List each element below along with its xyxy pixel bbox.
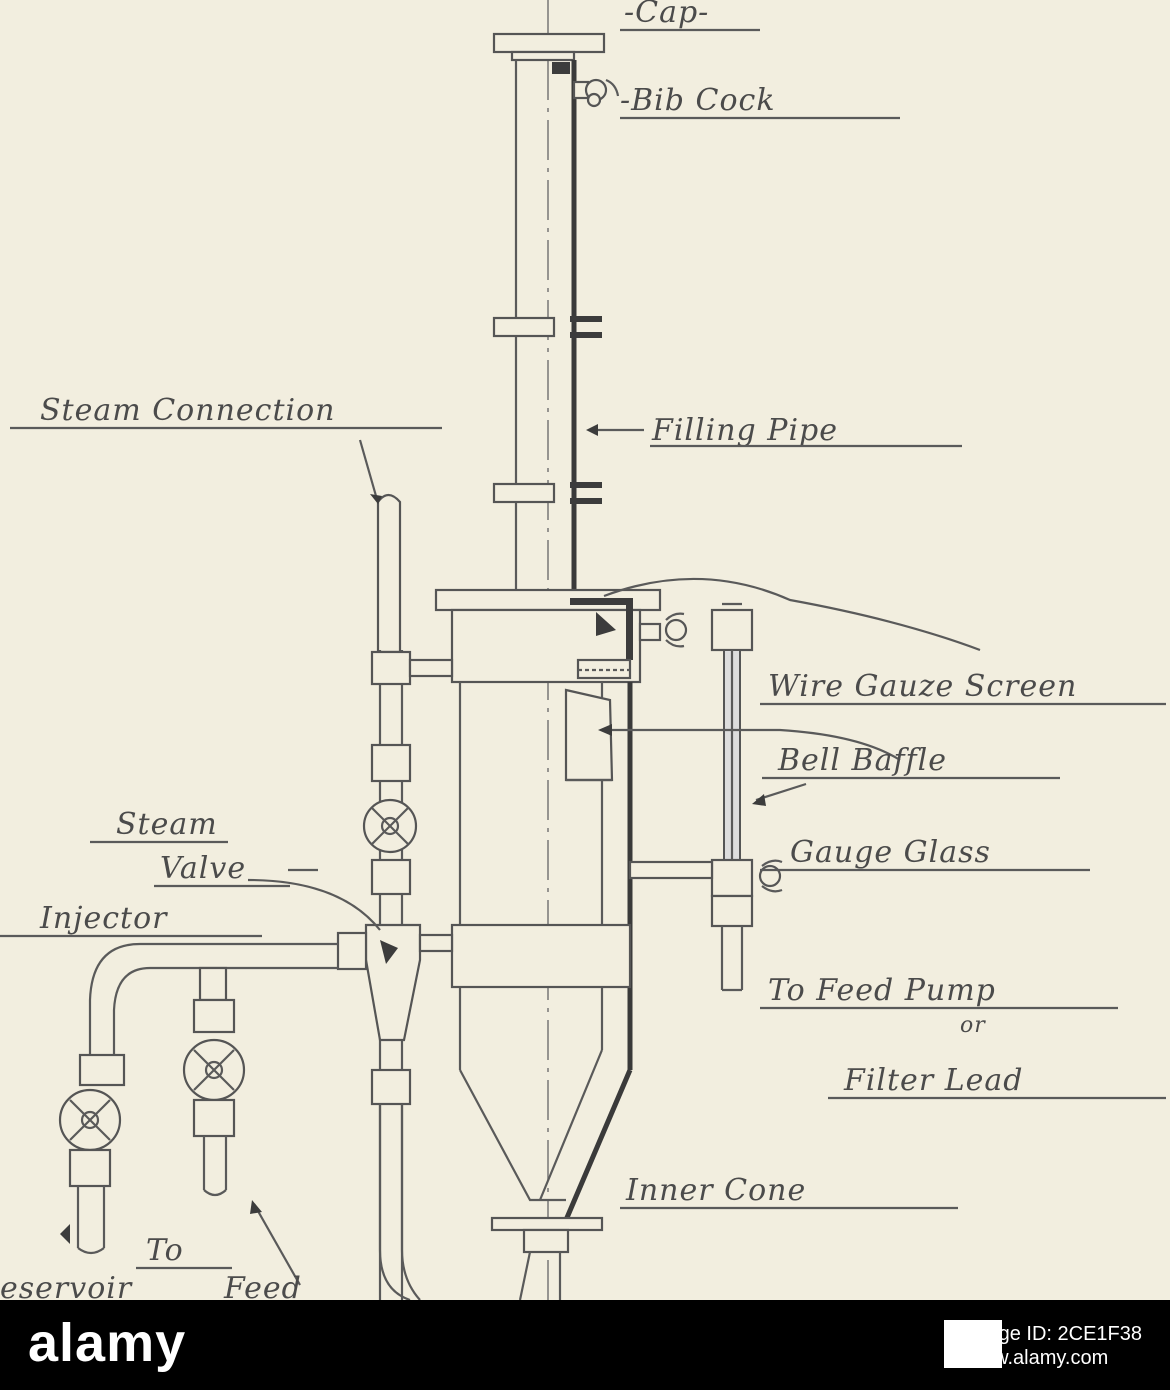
label-feed: Feed xyxy=(223,1271,302,1300)
label-steam: Steam xyxy=(116,807,218,842)
label-or: or xyxy=(960,1013,986,1038)
label-valve: Valve xyxy=(160,851,246,886)
image-meta: Image ID: 2CE1F38 www.alamy.com xyxy=(965,1322,1142,1370)
label-steam-connection: Steam Connection xyxy=(40,393,335,428)
label-bell-baffle: Bell Baffle xyxy=(777,743,947,778)
label-gauge-glass: Gauge Glass xyxy=(790,835,991,870)
label-injector: Injector xyxy=(39,901,168,936)
watermark-banner: alamy Image ID: 2CE1F38 www.alamy.com xyxy=(0,1300,1170,1390)
label-reservoir: eservoir xyxy=(0,1271,133,1300)
label-inner-cone: Inner Cone xyxy=(625,1173,806,1208)
supply-pipes xyxy=(58,931,368,1286)
leader-lines xyxy=(247,424,981,931)
label-cap: -Cap- xyxy=(624,0,709,30)
label-to: To xyxy=(146,1233,184,1268)
steam-pipe xyxy=(362,493,454,1300)
brand-logo: alamy xyxy=(28,1313,187,1373)
body xyxy=(450,682,633,1300)
label-filling-pipe: Filling Pipe xyxy=(651,413,838,448)
filling-pipe xyxy=(492,60,602,590)
body-top xyxy=(434,588,662,684)
label-filter-lead: Filter Lead xyxy=(843,1063,1023,1098)
image-icon xyxy=(944,1320,1002,1368)
label-to-feed-pump: To Feed Pump xyxy=(768,973,996,1008)
technical-diagram: -Cap- -Bib Cock Filling Pipe Steam Conne… xyxy=(0,0,1166,1300)
label-wire-gauze-screen: Wire Gauze Screen xyxy=(768,669,1077,704)
gauge-glass xyxy=(628,602,783,992)
bib-cock xyxy=(572,78,620,108)
image-id: Image ID: 2CE1F38 xyxy=(965,1323,1142,1345)
site-url: www.alamy.com xyxy=(965,1347,1109,1369)
cap xyxy=(492,32,606,62)
label-bib-cock: -Bib Cock xyxy=(620,83,776,118)
